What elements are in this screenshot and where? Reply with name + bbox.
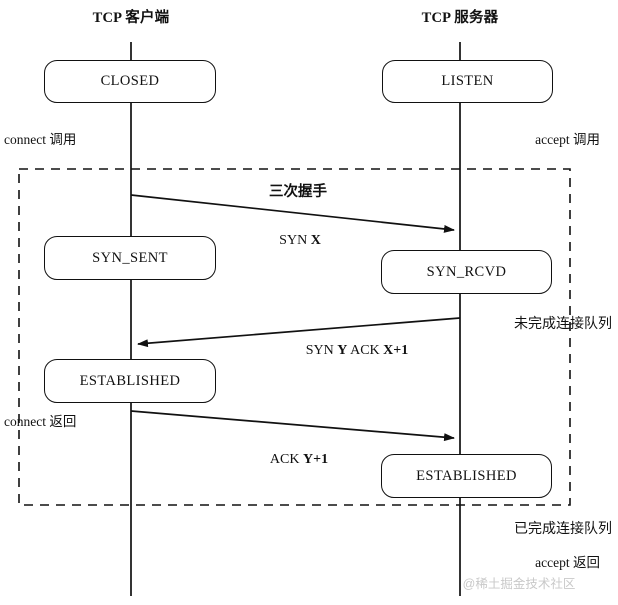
- label-completed-connection-queue: 已完成连接队列: [514, 522, 612, 537]
- state-box-server-syn-rcvd: SYN_RCVD: [381, 250, 552, 294]
- arrow-syn-x: [130, 194, 455, 233]
- state-box-server-established: ESTABLISHED: [381, 454, 552, 498]
- annotation-connect-return: connect 返回: [4, 414, 77, 429]
- arrow-ack-y1: [130, 410, 455, 442]
- message-label-ack-y1: ACK Y+1: [269, 452, 329, 467]
- message-label-syn-x: SYN X: [279, 233, 321, 248]
- label-incomplete-connection-queue: 未完成连接队列: [514, 317, 612, 332]
- annotation-accept-call: accept 调用: [535, 132, 600, 147]
- column-header-client: TCP 客户端: [92, 10, 170, 26]
- state-box-server-listen: LISTEN: [382, 60, 553, 103]
- arrow-syn-y-ack-x1: [137, 317, 461, 348]
- dashed-queue-region: [18, 168, 571, 506]
- annotation-connect-call: connect 调用: [4, 132, 77, 147]
- state-box-client-established: ESTABLISHED: [44, 359, 216, 403]
- annotation-accept-return: accept 返回: [535, 555, 600, 570]
- column-header-server: TCP 服务器: [421, 10, 499, 26]
- label-three-way-handshake: 三次握手: [269, 184, 327, 200]
- message-label-syn-y-ack-x1: SYN Y ACK X+1: [305, 343, 409, 358]
- state-box-client-closed: CLOSED: [44, 60, 216, 103]
- state-box-client-syn-sent: SYN_SENT: [44, 236, 216, 280]
